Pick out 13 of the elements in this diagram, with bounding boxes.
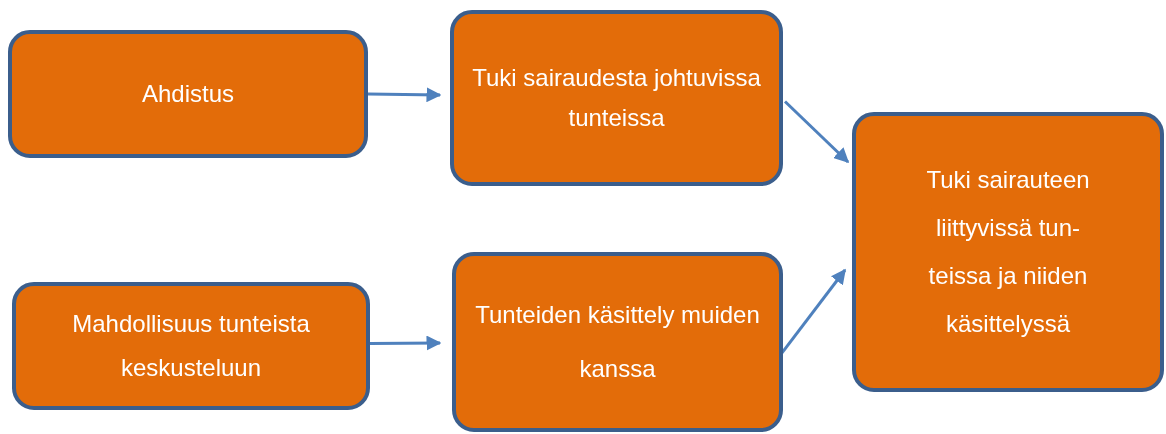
- process-box: [450, 10, 783, 186]
- box-text: Tunteiden käsittely muiden kanssa: [474, 300, 761, 384]
- process-box: [8, 30, 368, 158]
- process-box: [12, 282, 370, 410]
- arrow: [370, 335, 442, 351]
- box-text: Tuki sairaudesta johtuvissa tunteissa: [471, 63, 762, 133]
- box-text: Tuki sairauteen liittyvissä tun- teissa ja niiden käsittelyssä: [925, 165, 1091, 339]
- arrow: [367, 87, 442, 103]
- box-text: Mahdollisuus tunteista keskusteluun: [71, 309, 311, 383]
- arrow: [783, 100, 850, 164]
- box-text: Ahdistus: [141, 79, 235, 109]
- process-box: [852, 112, 1164, 392]
- process-box: [452, 252, 783, 432]
